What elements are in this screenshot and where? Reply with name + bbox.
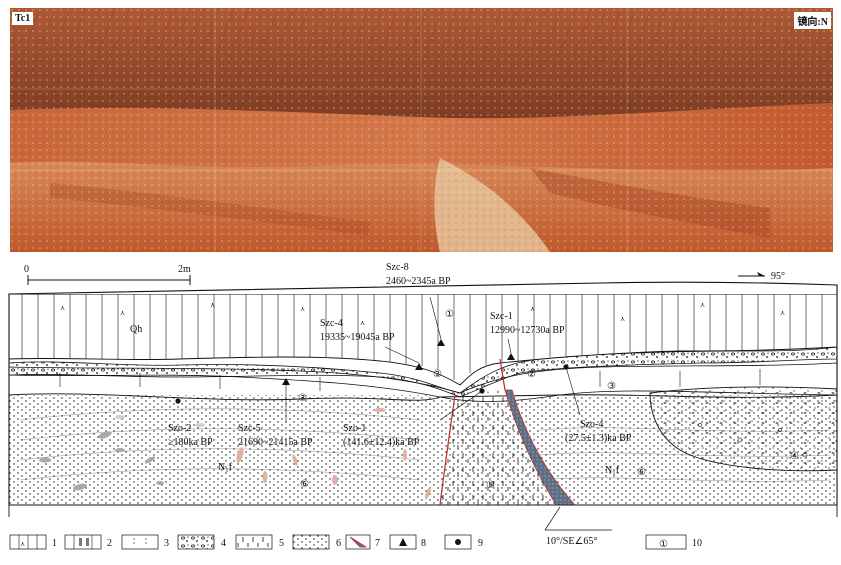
sample-szo2-age: ≥180ka BP <box>168 437 213 448</box>
layer-1-grass-marks: ⋏ ⋏ ⋏ ⋏ ⋏ ⋏ ⋏ ⋏ ⋏ <box>60 301 785 327</box>
svg-text:⋏: ⋏ <box>360 319 365 327</box>
fault-line-east <box>499 358 506 391</box>
scale-bar: 0 2m <box>24 264 191 285</box>
szo1-marker <box>479 388 485 394</box>
unit-3a: ③ <box>298 393 307 404</box>
legend-item-7: 7 <box>345 534 380 550</box>
sample-szc1-age: 12990~12730a BP <box>490 325 565 336</box>
svg-text:1: 1 <box>52 538 57 549</box>
legend-item-4: 4 <box>177 534 226 550</box>
sample-szo4-age: (27.5±1.3)ka BP <box>565 433 632 444</box>
svg-text:2: 2 <box>107 538 112 549</box>
direction-label: 95° <box>771 271 785 282</box>
unit-1: ① <box>445 309 454 320</box>
outcrop-photo <box>10 8 833 252</box>
svg-text:4: 4 <box>221 538 226 549</box>
sample-szo4-name: Szo-4 <box>580 419 603 430</box>
szc4-marker <box>415 363 423 370</box>
legend-item-3: 3 <box>121 534 169 550</box>
svg-text:⋏: ⋏ <box>120 309 125 317</box>
legend-item-8: 8 <box>389 534 426 550</box>
svg-text:⋏: ⋏ <box>700 301 705 309</box>
legend-item-1: ⋏ 1 <box>9 534 57 550</box>
layer-5-zone <box>440 390 560 505</box>
szc5-marker <box>282 378 290 385</box>
unit-qh: Qh <box>130 324 142 335</box>
svg-text:9: 9 <box>478 538 483 549</box>
fault-attitude-label: 10°/SE∠65° <box>546 536 597 547</box>
szc1-marker <box>507 353 515 360</box>
svg-text:⋏: ⋏ <box>60 304 65 312</box>
szo2-marker <box>175 398 181 404</box>
svg-text:6: 6 <box>336 538 341 549</box>
svg-text:⋏: ⋏ <box>300 305 305 313</box>
unit-6a: ⑥ <box>300 479 309 490</box>
legend-item-10: ① 10 <box>645 534 702 550</box>
sample-markers <box>175 296 581 423</box>
sample-szc5-age: 21690~21415a BP <box>238 437 313 448</box>
legend: ⋏ 1 2 3 4 5 <box>9 534 702 550</box>
svg-text:⋏: ⋏ <box>20 540 25 548</box>
svg-text:8: 8 <box>421 538 426 549</box>
layer-1-hatching <box>21 294 823 380</box>
scale-end: 2m <box>178 264 191 275</box>
sample-szc4-name: Szc-4 <box>320 318 343 329</box>
legend-item-9: 9 <box>444 534 483 550</box>
scale-start: 0 <box>24 264 29 275</box>
fault-attitude-callout: 10°/SE∠65° <box>544 506 612 547</box>
svg-text:⋏: ⋏ <box>530 305 535 313</box>
geologic-profile: 0 2m 95° <box>8 262 838 550</box>
layer-4-lens <box>649 386 837 472</box>
legend-item-2: 2 <box>64 534 112 550</box>
sample-szc1-name: Szc-1 <box>490 311 513 322</box>
sample-szc8-name: Szc-8 <box>386 262 409 273</box>
photo-label-tc1: Tc1 <box>12 12 34 25</box>
sample-szo1-age: (141.6±12.4)ka BP <box>343 437 420 448</box>
svg-text:5: 5 <box>279 538 284 549</box>
svg-text:10: 10 <box>692 538 702 549</box>
svg-text:3: 3 <box>164 538 169 549</box>
layer-6-clasts <box>39 408 808 500</box>
unit-2b: ② <box>527 369 536 380</box>
svg-text:7: 7 <box>375 538 380 549</box>
unit-3b: ③ <box>607 381 616 392</box>
unit-2a: ② <box>433 369 442 380</box>
svg-text:⋏: ⋏ <box>620 315 625 323</box>
sample-szc4-age: 19335~19045a BP <box>320 332 395 343</box>
legend-item-6: 6 <box>292 534 341 550</box>
unit-4: ④ <box>790 451 799 462</box>
unit-nf-right: N₁f <box>605 465 620 476</box>
unit-6b: ⑥ <box>637 467 646 478</box>
direction-indicator: 95° <box>738 271 785 282</box>
unit-labels: Qh N₁f N₁f ① ② ② ③ ③ ④ ⑤ ⑥ ⑥ <box>130 309 799 491</box>
sample-szo1-name: Szo-1 <box>343 423 366 434</box>
legend-item-5: 5 <box>235 534 284 550</box>
unit-5: ⑤ <box>486 480 495 491</box>
photo-label-direction: 镜向:N <box>794 12 831 29</box>
sample-labels: Szc-8 2460~2345a BP Szc-4 19335~19045a B… <box>168 262 632 448</box>
svg-text:⋏: ⋏ <box>210 301 215 309</box>
sample-szo2-name: Szo-2 <box>168 423 191 434</box>
svg-text:①: ① <box>659 539 668 550</box>
svg-text:⋏: ⋏ <box>780 309 785 317</box>
szc8-marker <box>437 339 445 346</box>
unit-nf-left: N₁f <box>218 462 233 473</box>
sample-szc5-name: Szc-5 <box>238 423 261 434</box>
fault-line-west <box>439 394 456 505</box>
sample-szc8-age: 2460~2345a BP <box>386 276 451 287</box>
